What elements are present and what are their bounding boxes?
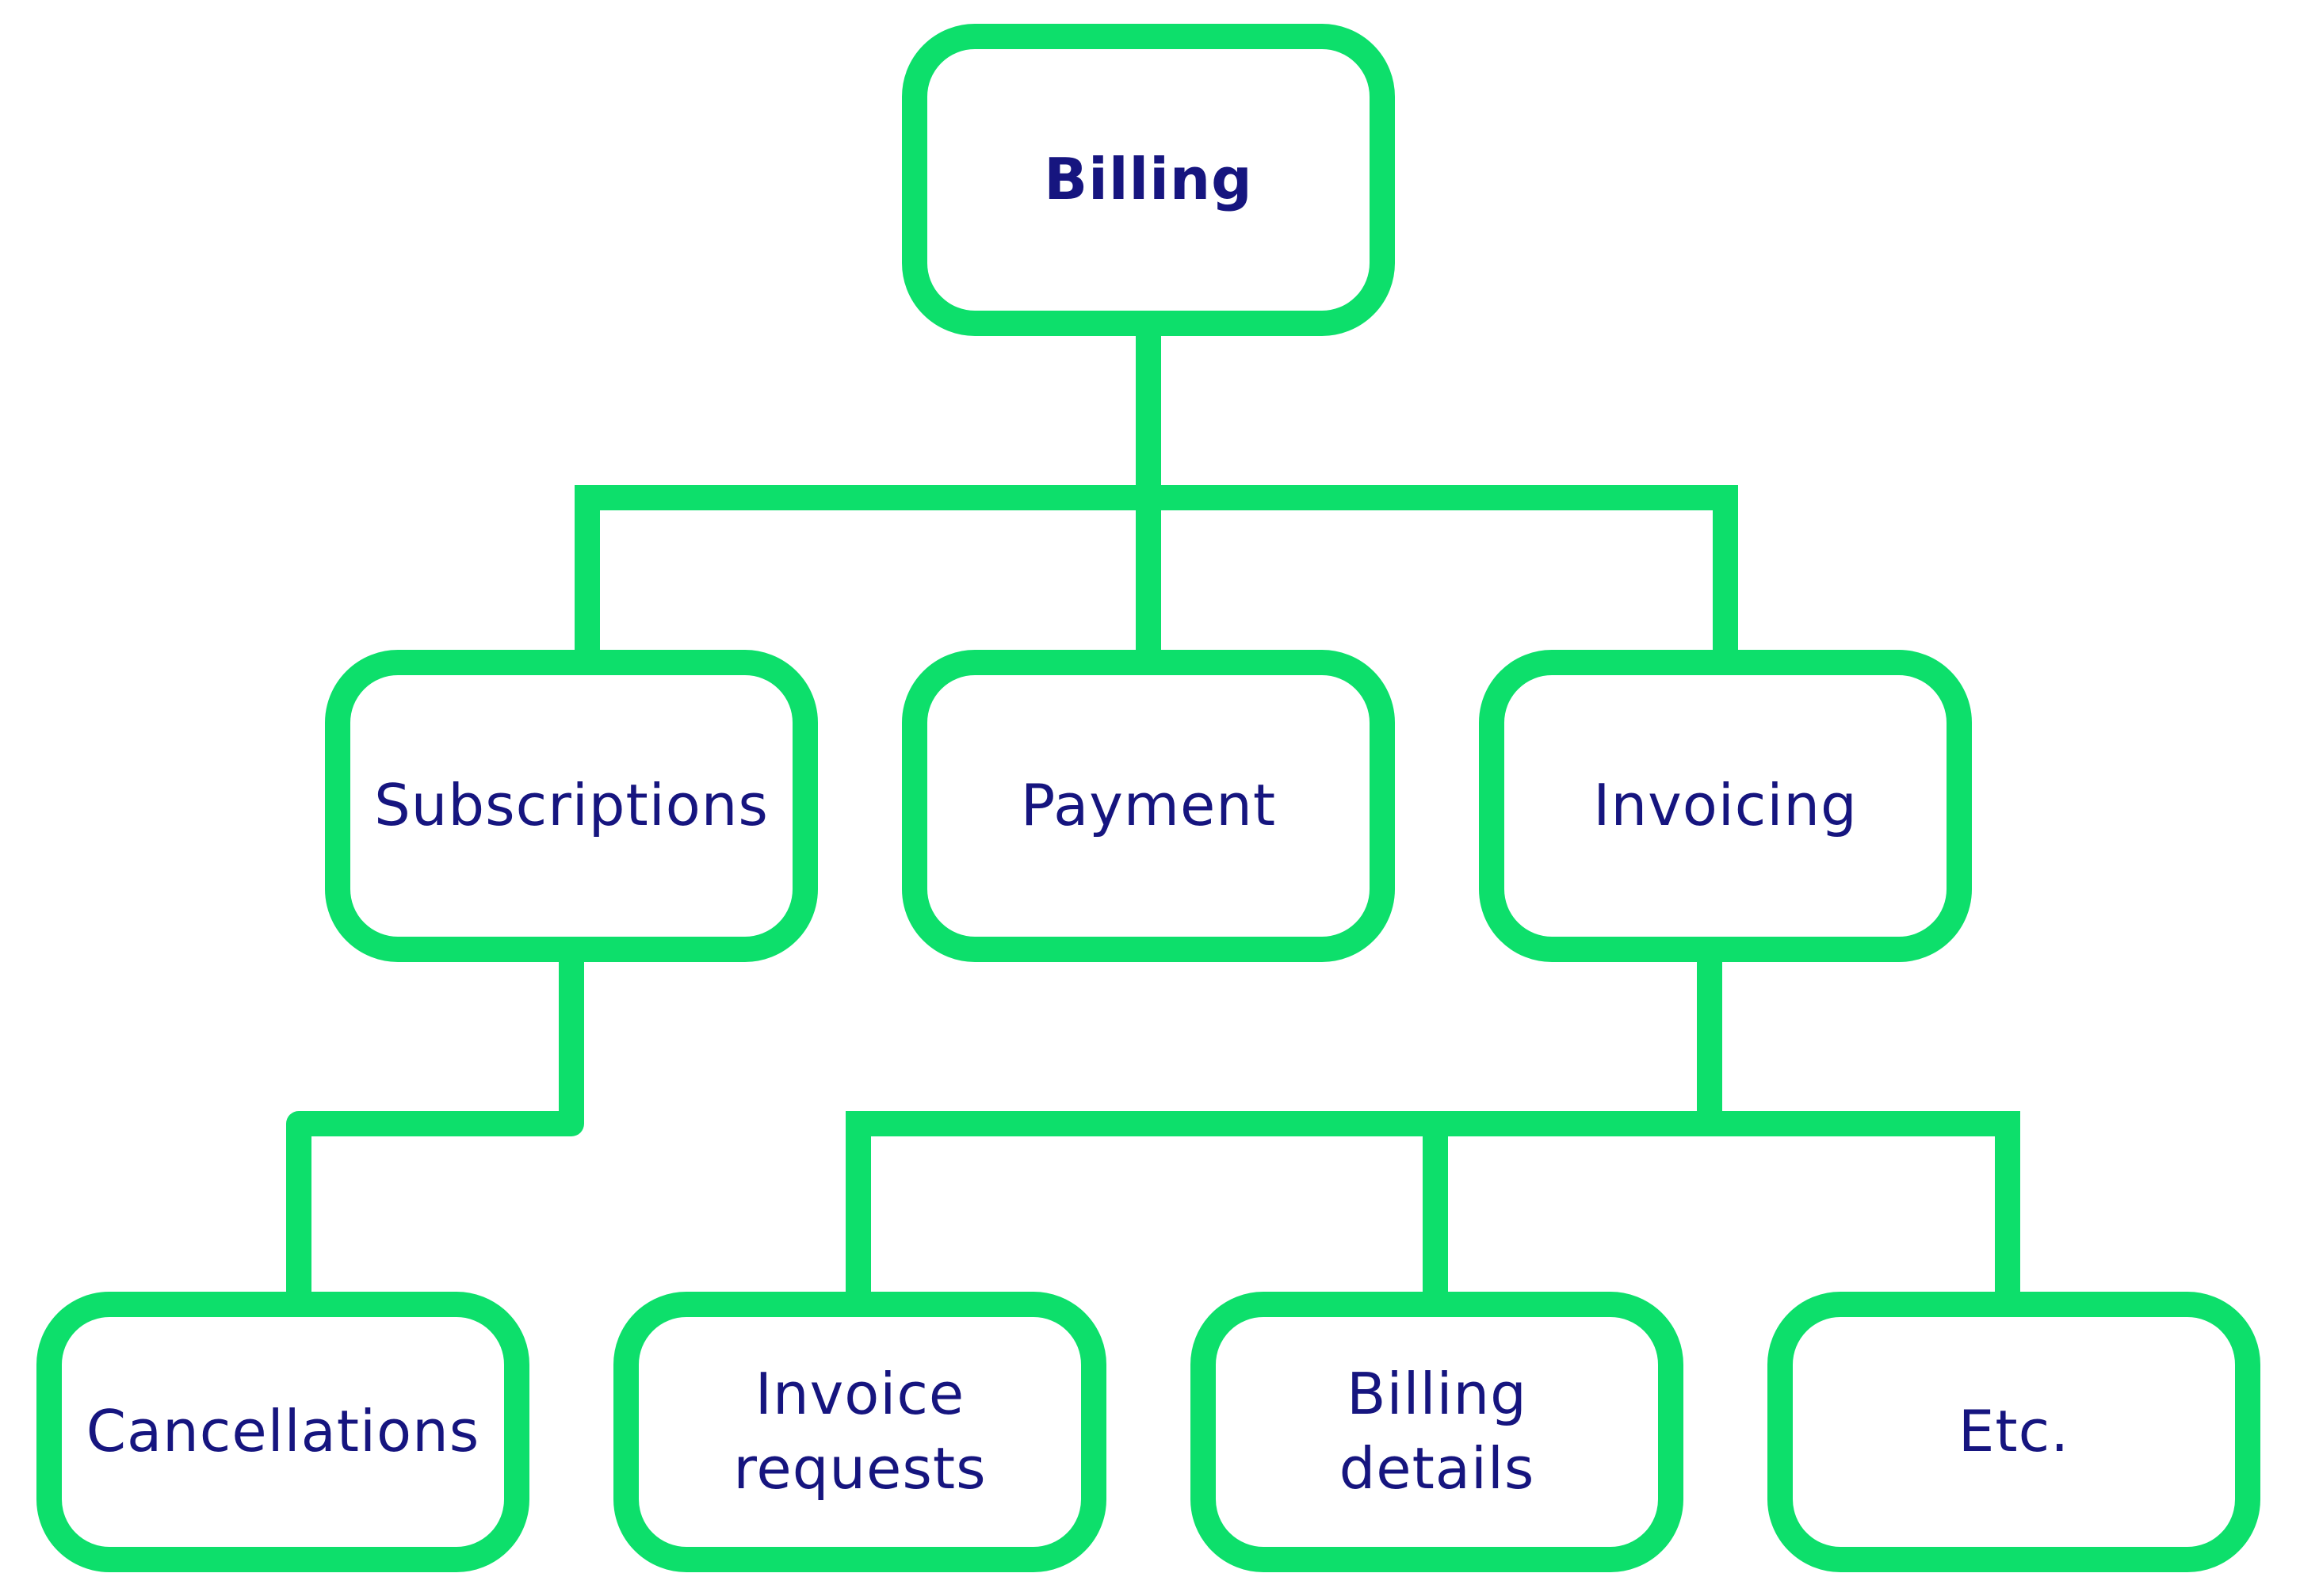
node-etc: Etc. bbox=[1767, 1292, 2260, 1572]
node-billing-details-label: Billing details bbox=[1339, 1361, 1535, 1502]
node-cancellations-label: Cancellations bbox=[86, 1398, 480, 1465]
node-payment-label: Payment bbox=[1020, 772, 1277, 839]
node-invoice-requests-label: Invoice requests bbox=[733, 1361, 987, 1502]
node-subscriptions: Subscriptions bbox=[325, 650, 818, 962]
node-invoicing: Invoicing bbox=[1479, 650, 1972, 962]
node-cancellations: Cancellations bbox=[36, 1292, 529, 1572]
node-billing: Billing bbox=[902, 24, 1395, 336]
node-billing-details: Billing details bbox=[1190, 1292, 1683, 1572]
node-invoice-requests: Invoice requests bbox=[613, 1292, 1106, 1572]
connector-subscriptions-to-cancellations bbox=[286, 949, 584, 1304]
node-billing-label: Billing bbox=[1044, 146, 1253, 213]
node-etc-label: Etc. bbox=[1958, 1398, 2070, 1465]
node-subscriptions-label: Subscriptions bbox=[374, 772, 769, 839]
node-payment: Payment bbox=[902, 650, 1395, 962]
node-invoicing-label: Invoicing bbox=[1593, 772, 1858, 839]
